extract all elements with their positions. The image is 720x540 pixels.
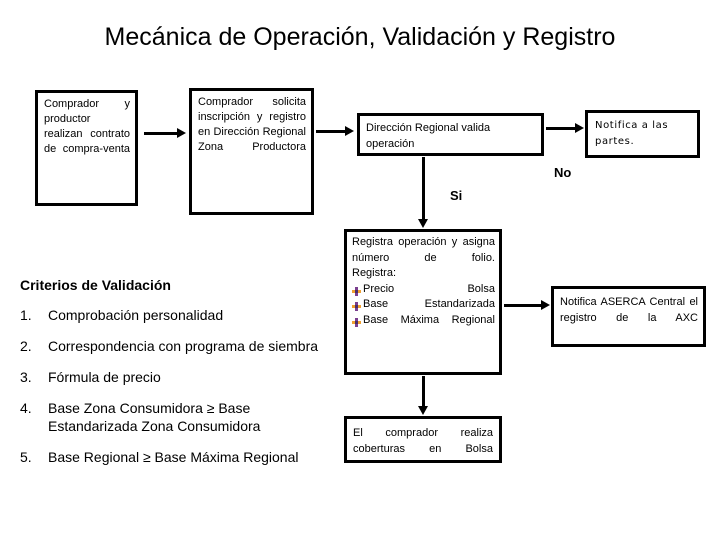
criteria-item-number: 1. [20, 307, 32, 323]
flow-box-notifica-partes[interactable]: Notifica a las partes. [585, 110, 700, 158]
flow-box-notifica-partes-text: Notifica a las partes. [595, 120, 669, 147]
list-item: Base Máxima Regional [352, 313, 495, 329]
list-item: Precio Bolsa [352, 282, 495, 298]
list-item-label: Base Estandarizada [363, 298, 495, 310]
arrow-right-icon-registra-to-notifica-aserca [504, 298, 550, 312]
criteria-item-3: 3. Fórmula de precio [20, 368, 325, 386]
flow-box-notifica-aserca[interactable]: Notifica ASERCA Central el registro de l… [551, 286, 706, 347]
arrow-head [177, 128, 186, 138]
criteria-item-1: 1. Comprobación personalidad [20, 306, 325, 324]
arrow-right-icon-inscripcion-to-valida [316, 124, 354, 138]
flow-box-inscripcion-text: Comprador solicita inscripción y registr… [198, 96, 306, 153]
list-item-label: Precio Bolsa [363, 282, 495, 295]
criteria-item-number: 3. [20, 369, 32, 385]
flow-box-registra-intro-2: Registra: [352, 267, 397, 279]
arrow-shaft [421, 376, 425, 407]
arrow-down-icon-registra-to-coberturas [416, 376, 430, 415]
criteria-item-number: 5. [20, 449, 32, 465]
flow-box-inscripcion[interactable]: Comprador solicita inscripción y registr… [189, 88, 314, 215]
criteria-item-5: 5. Base Regional ≥ Base Máxima Regional [20, 448, 325, 466]
criteria-item-label: Fórmula de precio [48, 369, 161, 385]
flow-box-coberturas-text: El comprador realiza coberturas en Bolsa [353, 427, 493, 455]
flow-box-valida-text: Dirección Regional valida operación [366, 122, 491, 150]
list-item: Base Estandarizada [352, 297, 495, 313]
flow-box-registra-intro-1: Registra operación y asigna número de fo… [352, 236, 495, 264]
list-item-label: Base Máxima Regional [363, 313, 495, 326]
arrow-bullet-icon [352, 317, 361, 327]
page-title: Mecánica de Operación, Validación y Regi… [104, 23, 616, 51]
criteria-item-label: Base Zona Consumidora ≥ Base Estandariza… [48, 400, 261, 434]
arrow-head [418, 219, 428, 228]
criteria-item-4: 4. Base Zona Consumidora ≥ Base Estandar… [20, 399, 325, 435]
flow-box-contrato-text: Comprador y productor realizan contrato … [44, 98, 130, 155]
registra-bullet-list: Precio Bolsa Base Estandarizada [352, 282, 495, 329]
criteria-item-2: 2. Correspondencia con programa de siemb… [20, 337, 325, 355]
criteria-item-number: 2. [20, 338, 32, 354]
arrow-head [418, 406, 428, 415]
criteria-list: 1. Comprobación personalidad 2. Correspo… [20, 306, 325, 466]
arrow-bullet-icon [352, 301, 361, 311]
arrow-shaft [421, 157, 425, 220]
arrow-right-icon-contrato-to-inscripcion [144, 126, 186, 140]
criteria-item-label: Correspondencia con programa de siembra [48, 338, 319, 354]
flow-box-notifica-aserca-text: Notifica ASERCA Central el registro de l… [560, 296, 698, 324]
arrow-head [345, 126, 354, 136]
arrow-head [541, 300, 550, 310]
decision-label-no: No [554, 165, 572, 180]
flow-box-contrato[interactable]: Comprador y productor realizan contrato … [35, 90, 138, 206]
arrow-shaft [504, 303, 542, 307]
criteria-item-number: 4. [20, 400, 32, 416]
arrow-down-icon-valida-to-registra [416, 157, 430, 228]
arrow-shaft [546, 126, 576, 130]
criteria-item-label: Base Regional ≥ Base Máxima Regional [48, 449, 299, 465]
flow-box-coberturas[interactable]: El comprador realiza coberturas en Bolsa [344, 416, 502, 463]
arrow-shaft [144, 131, 178, 135]
flow-box-valida[interactable]: Dirección Regional valida operación [357, 113, 544, 156]
criteria-heading: Criterios de Validación [20, 277, 171, 293]
arrow-head [575, 123, 584, 133]
flow-box-registra[interactable]: Registra operación y asigna número de fo… [344, 229, 502, 375]
decision-label-si: Si [450, 188, 463, 203]
criteria-item-label: Comprobación personalidad [48, 307, 224, 323]
arrow-right-icon-valida-to-notifica-partes [546, 121, 584, 135]
arrow-bullet-icon [352, 286, 361, 296]
criteria-section: Criterios de Validación 1. Comprobación … [20, 276, 325, 466]
arrow-shaft [316, 129, 346, 133]
